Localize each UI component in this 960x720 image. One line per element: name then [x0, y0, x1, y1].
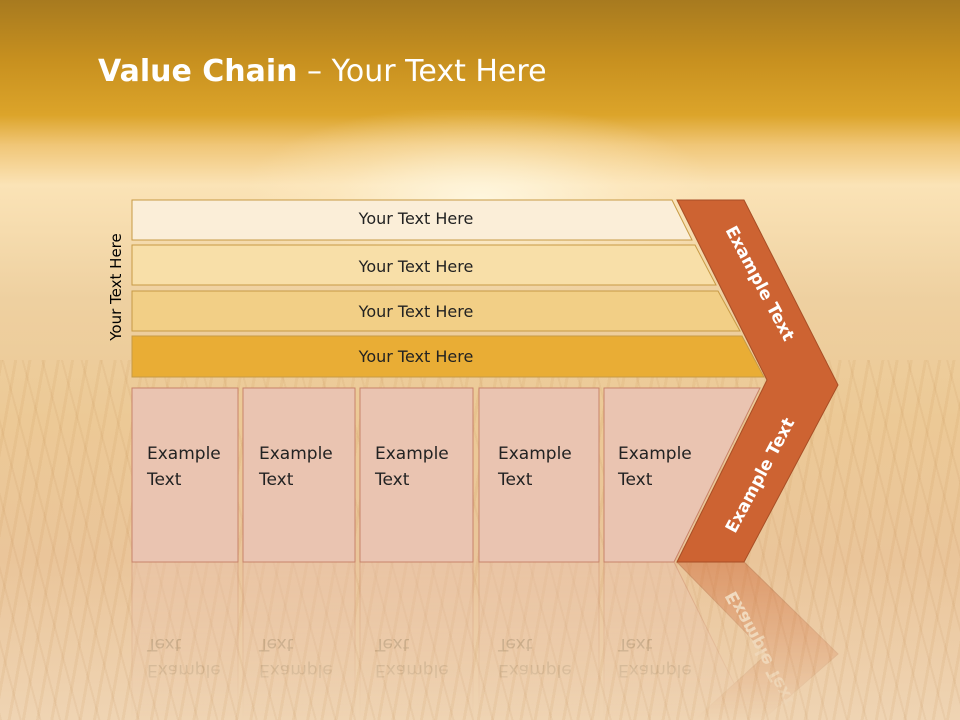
row-0-label: Your Text Here: [358, 209, 474, 228]
reflection-cell-2-line1: Example: [375, 660, 449, 680]
reflection-cell-1-line1: Example: [259, 660, 333, 680]
row-1: Your Text Here: [131, 244, 717, 286]
row-3: Your Text Here: [131, 335, 765, 378]
cell-2-line1: Example: [375, 444, 449, 464]
cell-3-line2: Text: [497, 470, 533, 490]
reflection-cell-1-line2: Text: [258, 634, 294, 654]
row-2: Your Text Here: [131, 290, 741, 332]
row-2-label: Your Text Here: [358, 302, 474, 321]
cell-4-line2: Text: [617, 470, 653, 490]
row-0-band: [131, 199, 693, 241]
slide-title-rest: – Your Text Here: [297, 54, 547, 89]
cell-3-box: [478, 387, 600, 563]
cell-4-line1: Example: [618, 444, 692, 464]
row-3-band: [131, 335, 765, 378]
cell-4: Example Text: [603, 387, 761, 563]
reflection-cell-3-line1: Example: [498, 660, 572, 680]
reflection-cell-3-line2: Text: [497, 634, 533, 654]
row-3-label: Your Text Here: [358, 347, 474, 366]
cell-2: Example Text: [359, 387, 474, 563]
cell-2-line2: Text: [374, 470, 410, 490]
row-2-band: [131, 290, 741, 332]
cell-0-line1: Example: [147, 444, 221, 464]
cell-2-box: [359, 387, 474, 563]
slide-title-bold: Value Chain: [98, 54, 298, 89]
reflection-cell-0-line2: Text: [146, 634, 182, 654]
cell-0-line2: Text: [146, 470, 182, 490]
cell-1-line2: Text: [258, 470, 294, 490]
reflection-cell-2-line2: Text: [374, 634, 410, 654]
slide-title: Value Chain – Your Text Here: [98, 54, 547, 89]
reflection-cell-4-line2: Text: [617, 634, 653, 654]
reflection-cell-4-line1: Example: [618, 660, 692, 680]
row-1-band: [131, 244, 717, 286]
cell-0-box: [131, 387, 239, 563]
diagram-reflection: Example Text Example Text Example Text E…: [131, 561, 839, 720]
cell-0: Example Text: [131, 387, 239, 563]
row-0: Your Text Here: [131, 199, 693, 241]
row-1-label: Your Text Here: [358, 257, 474, 276]
cell-1: Example Text: [242, 387, 356, 563]
cell-3-line1: Example: [498, 444, 572, 464]
cell-3: Example Text: [478, 387, 600, 563]
cell-1-line1: Example: [259, 444, 333, 464]
reflection-cell-0-line1: Example: [147, 660, 221, 680]
cell-1-box: [242, 387, 356, 563]
